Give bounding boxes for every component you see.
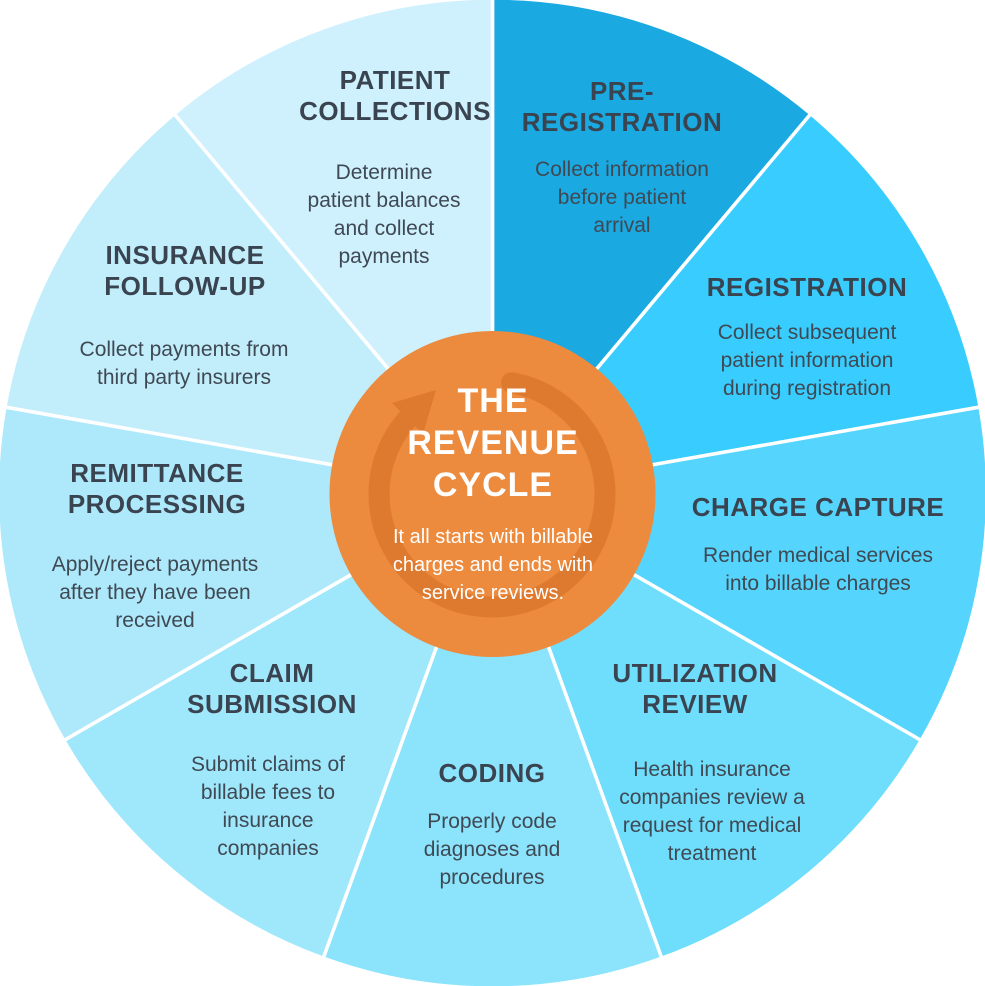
- center-description: It all starts with billable charges and …: [392, 526, 594, 604]
- segment-description-registration: Collect subsequent patient information d…: [717, 321, 897, 400]
- segment-label-registration: REGISTRATION: [637, 272, 977, 303]
- segment-title: REMITTANCE PROCESSING: [67, 458, 247, 519]
- segment-label-pre-registration: PRE- REGISTRATION: [462, 76, 782, 138]
- segment-label-utilization-review: UTILIZATION REVIEW: [535, 658, 855, 720]
- segment-title: PRE- REGISTRATION: [521, 76, 723, 137]
- segment-title: INSURANCE FOLLOW-UP: [104, 240, 266, 301]
- segment-description-utilization-review: Health insurance companies review a requ…: [619, 758, 805, 865]
- segment-description-coding: Properly code diagnoses and procedures: [423, 810, 561, 889]
- segment-label-charge-capture: CHARGE CAPTURE: [648, 492, 985, 523]
- segment-title: CODING: [438, 758, 546, 788]
- wedge-coding: [321, 491, 664, 986]
- segment-description-remittance-processing: Apply/reject payments after they have be…: [51, 553, 259, 632]
- segment-title: REGISTRATION: [706, 272, 908, 302]
- segment-label-coding: CODING: [342, 758, 642, 789]
- segment-title: PATIENT COLLECTIONS: [299, 65, 491, 126]
- segment-description-patient-collections: Determine patient balances and collect p…: [307, 161, 461, 268]
- cycle-arrow-icon: [368, 372, 616, 618]
- segment-label-remittance-processing: REMITTANCE PROCESSING: [0, 458, 317, 520]
- segment-description-pre-registration: Collect information before patient arriv…: [535, 158, 709, 237]
- segment-description-charge-capture: Render medical services into billable ch…: [703, 544, 933, 595]
- center-title: THE REVENUE CYCLE: [407, 382, 579, 504]
- segment-description-claim-submission: Submit claims of billable fees to insura…: [190, 753, 346, 860]
- segment-title: UTILIZATION REVIEW: [612, 658, 778, 719]
- segment-title: CHARGE CAPTURE: [691, 492, 945, 522]
- segment-label-insurance-follow-up: INSURANCE FOLLOW-UP: [25, 240, 345, 302]
- segment-description-insurance-follow-up: Collect payments from third party insure…: [79, 338, 289, 389]
- segment-title: CLAIM SUBMISSION: [187, 658, 357, 719]
- segment-label-patient-collections: PATIENT COLLECTIONS: [235, 65, 555, 127]
- segment-label-claim-submission: CLAIM SUBMISSION: [112, 658, 432, 720]
